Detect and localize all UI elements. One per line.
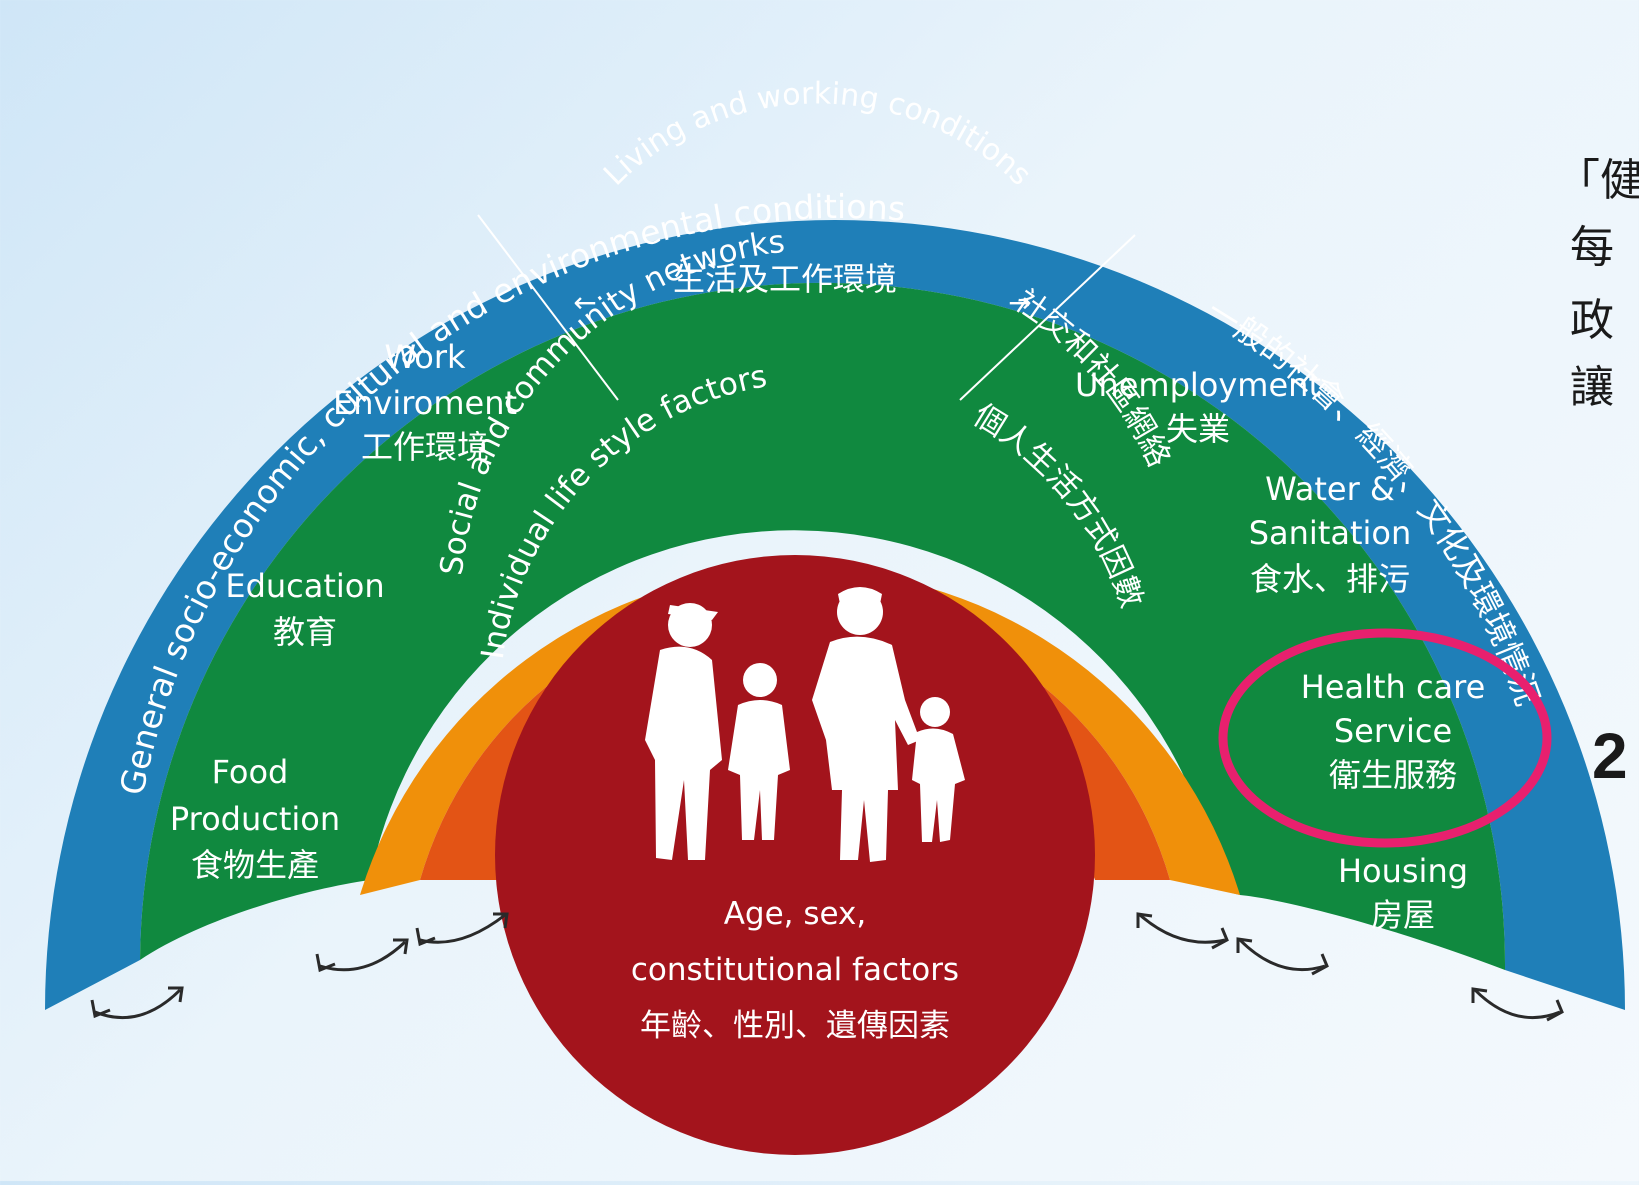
core-label-line2: constitutional factors (631, 952, 959, 988)
divider-right (959, 234, 1136, 401)
double-arrow-icon (315, 938, 409, 973)
health-line1: Health care (1301, 668, 1486, 706)
double-arrow-icon (1236, 937, 1329, 976)
health-line3: 衛生服務 (1329, 756, 1457, 794)
family-silhouette-icon (645, 587, 965, 862)
core-label-line3: 年齡、性別、遺傳因素 (640, 1008, 950, 1044)
living-band-label: Living and working conditions (597, 76, 1038, 192)
housing-line2: 房屋 (1371, 896, 1435, 934)
living-band (140, 282, 1506, 970)
water-line3: 食水、排污 (1250, 560, 1410, 598)
core-circle (495, 555, 1095, 1155)
housing-line1: Housing (1338, 852, 1468, 890)
side-text-line1: 「健 (1556, 155, 1639, 206)
health-line2: Service (1334, 712, 1452, 750)
side-text-line3: 政 (1570, 295, 1614, 346)
side-text-line2: 每 (1570, 222, 1614, 273)
water-line2: Sanitation (1249, 514, 1412, 552)
double-arrow-icon (415, 912, 509, 947)
double-arrow-icon (90, 986, 184, 1020)
education-line2: 教育 (273, 613, 337, 651)
work-env-line3: 工作環境 (361, 428, 489, 466)
education-line1: Education (225, 567, 384, 605)
work-env-line2: Enviroment (333, 384, 517, 422)
double-arrow-icon (1471, 987, 1564, 1022)
living-band-label-zh: 生活及工作環境 (673, 260, 897, 298)
outer-band (45, 220, 1625, 1010)
divider-left (477, 214, 619, 401)
double-arrow-icon (1136, 912, 1229, 950)
unemployment-line2: 失業 (1166, 410, 1230, 448)
side-text-line4: 讓 (1570, 362, 1614, 413)
unemployment-line1: Unemployment (1075, 366, 1321, 404)
work-env-line1: Work (384, 338, 466, 376)
food-line1: Food (212, 753, 289, 791)
side-number: 2 (1592, 720, 1628, 792)
arrow-left-icon: ← (573, 286, 596, 319)
interaction-arrows (90, 912, 1564, 1022)
core-label-line1: Age, sex, (724, 896, 867, 932)
food-line2: Production (170, 800, 340, 838)
food-line3: 食物生產 (191, 846, 319, 884)
water-line1: Water & (1265, 470, 1395, 508)
health-highlight-ring (1218, 628, 1552, 848)
arrow-right-icon: → (1008, 286, 1031, 319)
